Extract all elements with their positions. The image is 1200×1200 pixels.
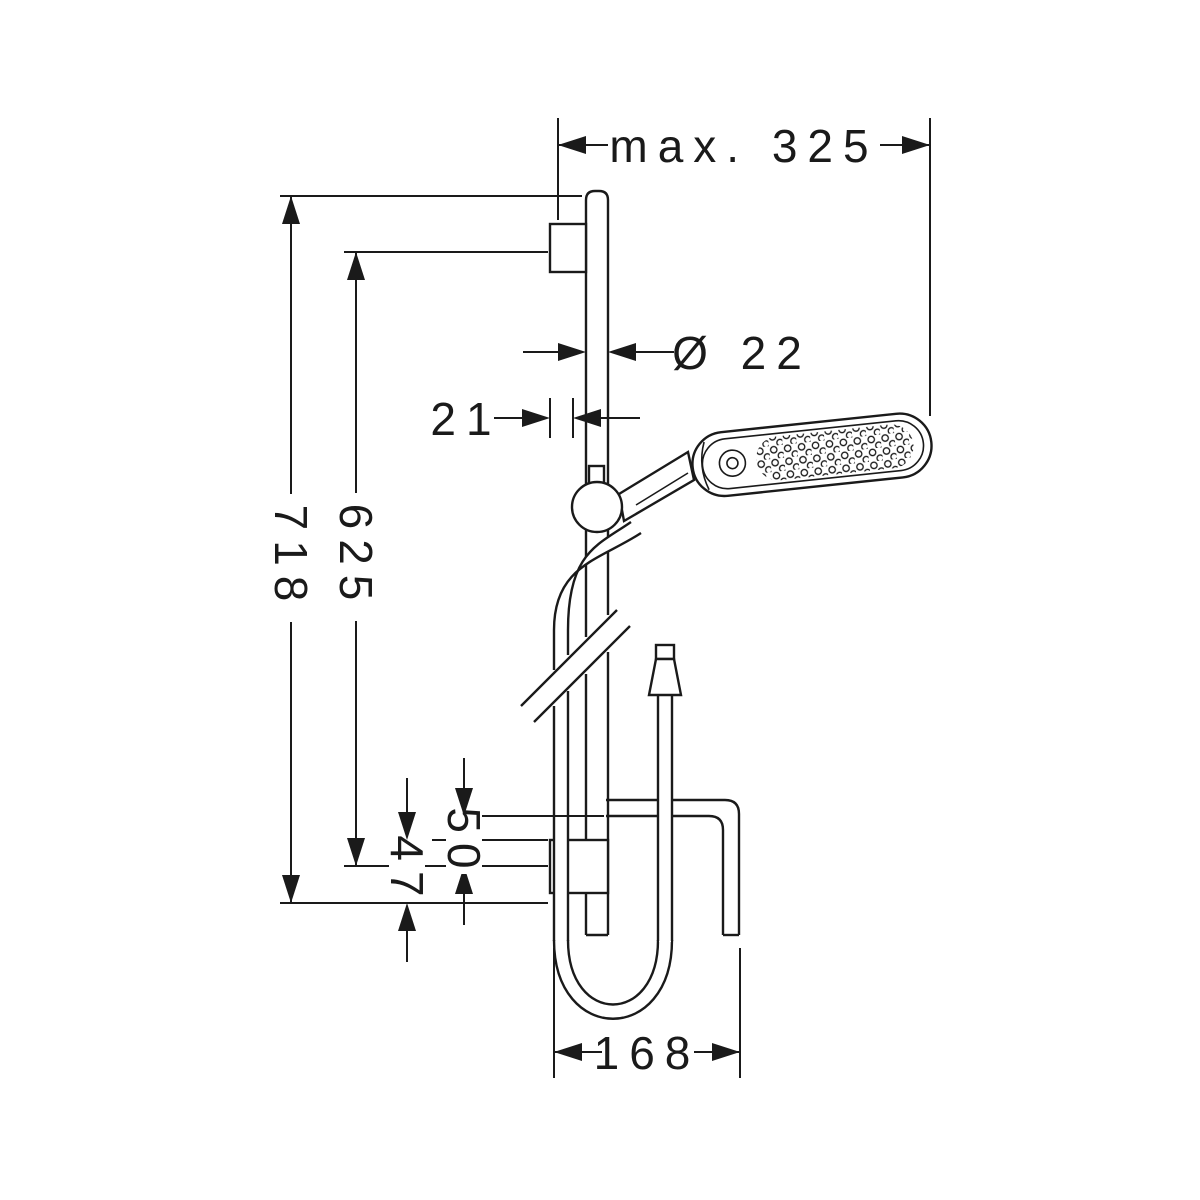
break-marks [520,609,631,723]
dim-label-lower-offset: 50 [438,807,490,878]
dim-label-total-height: 718 [265,505,317,612]
hand-shower-handle [617,450,696,523]
shower-hose [552,521,683,1020]
hose-nut-cap [654,643,676,661]
dim-label-bracket-distance: 625 [330,504,382,611]
slider-knob [570,480,624,534]
dim-label-max-width: max. 325 [609,120,878,172]
hose-nut-cone [647,657,683,697]
dim-label-bar-diameter: Ø 22 [672,327,812,379]
dim-label-hose-loop-width: 168 [594,1027,701,1079]
handle-detail-line [635,472,689,506]
spray-face [756,424,914,481]
wall-bracket-top [548,222,588,274]
dimension-graphics: max. 325 Ø 22 21 718 625 47 50 168 [265,118,931,1079]
pivot-ring-inner [726,456,739,470]
wall-supply-pipe [606,798,741,937]
dim-label-bottom-offset: 47 [381,835,433,906]
hand-shower-head [691,412,933,498]
dim-label-slider-offset: 21 [430,393,501,445]
pivot-ring-outer [718,449,747,477]
head-joint-line [700,441,710,491]
